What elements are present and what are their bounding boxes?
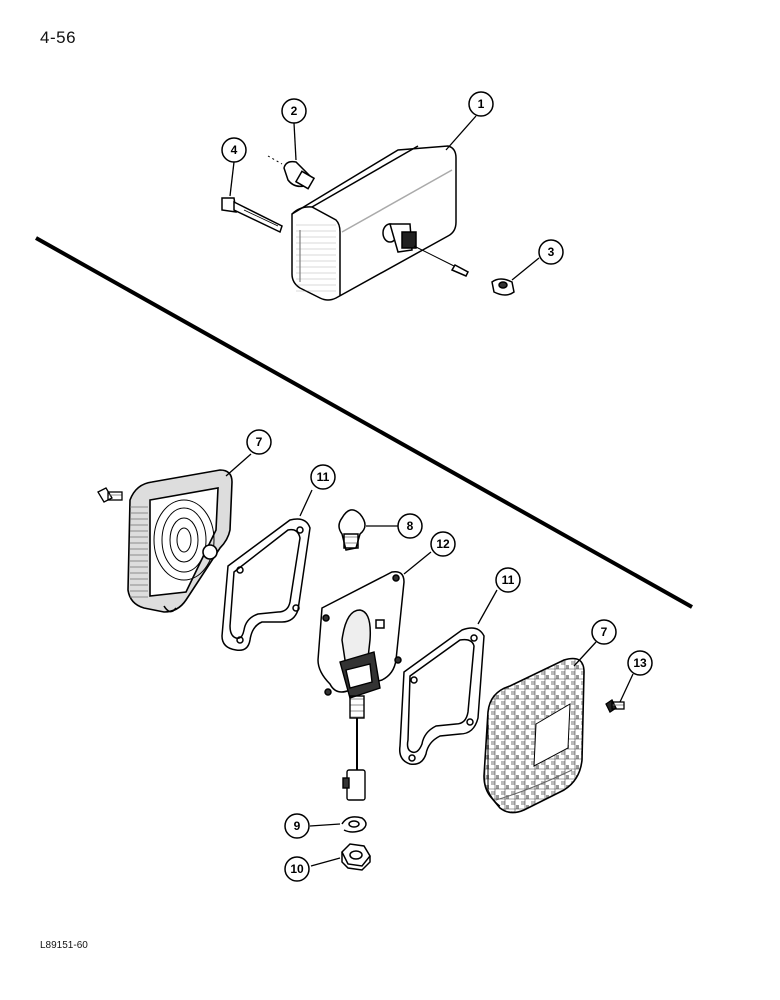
gasket-11-left	[221, 518, 311, 652]
screw-part-13	[605, 699, 625, 713]
bolt-part-4	[221, 197, 283, 234]
svg-text:11: 11	[317, 470, 330, 484]
lock-washer-9	[341, 816, 367, 833]
callout-2: 2	[281, 98, 307, 124]
nut-part-3	[491, 278, 515, 296]
svg-text:12: 12	[436, 537, 450, 551]
callout-3: 3	[538, 239, 564, 265]
svg-text:13: 13	[633, 656, 647, 670]
svg-text:10: 10	[290, 862, 304, 876]
mounting-screw-left	[97, 487, 123, 503]
gasket-11-right	[398, 627, 485, 766]
callout-8: 8	[397, 513, 423, 539]
callout-1: 1	[468, 91, 494, 117]
bulb-part-2	[267, 155, 316, 190]
section-divider-line	[35, 236, 693, 609]
svg-text:1: 1	[478, 97, 485, 111]
callout-11-right: 11	[495, 567, 521, 593]
page-number: 4-56	[40, 28, 77, 47]
figure-code: L89151-60	[40, 940, 88, 951]
socket-and-wire	[339, 651, 381, 801]
svg-text:11: 11	[502, 573, 515, 587]
lens-housing-7	[483, 657, 585, 814]
rear-lamp-housing-7	[127, 469, 233, 613]
leader-lines	[225, 115, 634, 867]
svg-text:7: 7	[601, 625, 608, 639]
svg-text:2: 2	[291, 104, 298, 118]
callout-12: 12	[430, 531, 456, 557]
svg-text:3: 3	[548, 245, 555, 259]
bulb-part-8	[338, 509, 366, 551]
svg-text:9: 9	[294, 819, 301, 833]
callout-10: 10	[284, 856, 310, 882]
callout-7-lens: 7	[591, 619, 617, 645]
svg-text:8: 8	[407, 519, 414, 533]
svg-text:4: 4	[231, 143, 238, 157]
callout-4: 4	[221, 137, 247, 163]
lamp-socket	[382, 223, 469, 277]
callout-7-rear: 7	[246, 429, 272, 455]
callout-9: 9	[284, 813, 310, 839]
svg-text:7: 7	[256, 435, 263, 449]
callout-11-left: 11	[310, 464, 336, 490]
callout-13: 13	[627, 650, 653, 676]
nut-part-10	[341, 843, 371, 871]
lamp-housing	[291, 145, 457, 301]
